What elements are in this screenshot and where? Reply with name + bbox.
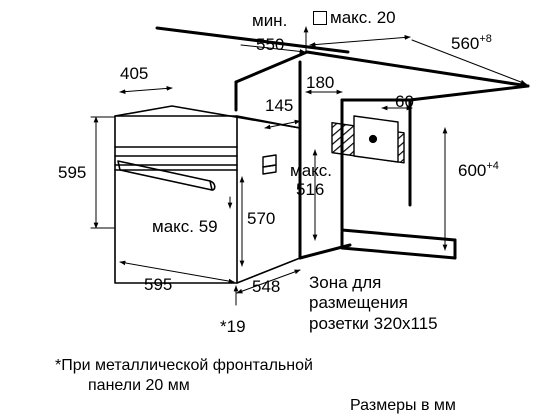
units-note: Размеры в мм bbox=[350, 397, 456, 414]
front-panel-note-value: *19 bbox=[220, 317, 246, 336]
niche-height-label: 600+4 bbox=[458, 160, 499, 182]
vent-height-value: 516 bbox=[296, 180, 325, 199]
niche-width-label: 560+8 bbox=[451, 33, 492, 55]
niche-height-tolerance: +4 bbox=[486, 160, 499, 172]
vent-max-word: макс. bbox=[290, 161, 332, 180]
socket-zone-line-2: размещения bbox=[309, 293, 408, 312]
max-gap-label: макс. 20 bbox=[330, 8, 396, 27]
max-gap-checkbox-symbol bbox=[313, 11, 327, 25]
body-depth-value: 548 bbox=[252, 277, 281, 296]
dimension-lines bbox=[90, 26, 527, 306]
oven-height-value: 595 bbox=[58, 163, 87, 182]
socket-zone bbox=[331, 115, 405, 164]
side-brackets bbox=[262, 154, 277, 175]
oven-width-value: 595 bbox=[144, 275, 173, 294]
vent-width-value: 60 bbox=[395, 92, 414, 111]
min-depth-word: мин. bbox=[252, 11, 288, 30]
niche-width-tolerance: +8 bbox=[479, 33, 492, 45]
niche-width-value: 560 bbox=[451, 34, 480, 53]
handle-gap-value: 145 bbox=[265, 96, 294, 115]
body-height-value: 570 bbox=[247, 209, 276, 228]
socket-zone-line-3: розетки 320x115 bbox=[309, 314, 438, 333]
min-depth-value: 550 bbox=[256, 35, 285, 54]
oven-body bbox=[114, 105, 301, 284]
socket-zone-line-1: Зона для bbox=[309, 273, 382, 292]
niche-height-value: 600 bbox=[458, 161, 487, 180]
footnote-line-1: *При металлической фронтальной bbox=[55, 357, 313, 374]
max-handle-label: макс. 59 bbox=[152, 217, 218, 236]
oven-depth-value: 405 bbox=[120, 64, 149, 83]
oven-handle bbox=[117, 160, 216, 191]
rear-gap-value: 180 bbox=[306, 73, 335, 92]
footnote-line-2: панели 20 мм bbox=[88, 377, 190, 394]
